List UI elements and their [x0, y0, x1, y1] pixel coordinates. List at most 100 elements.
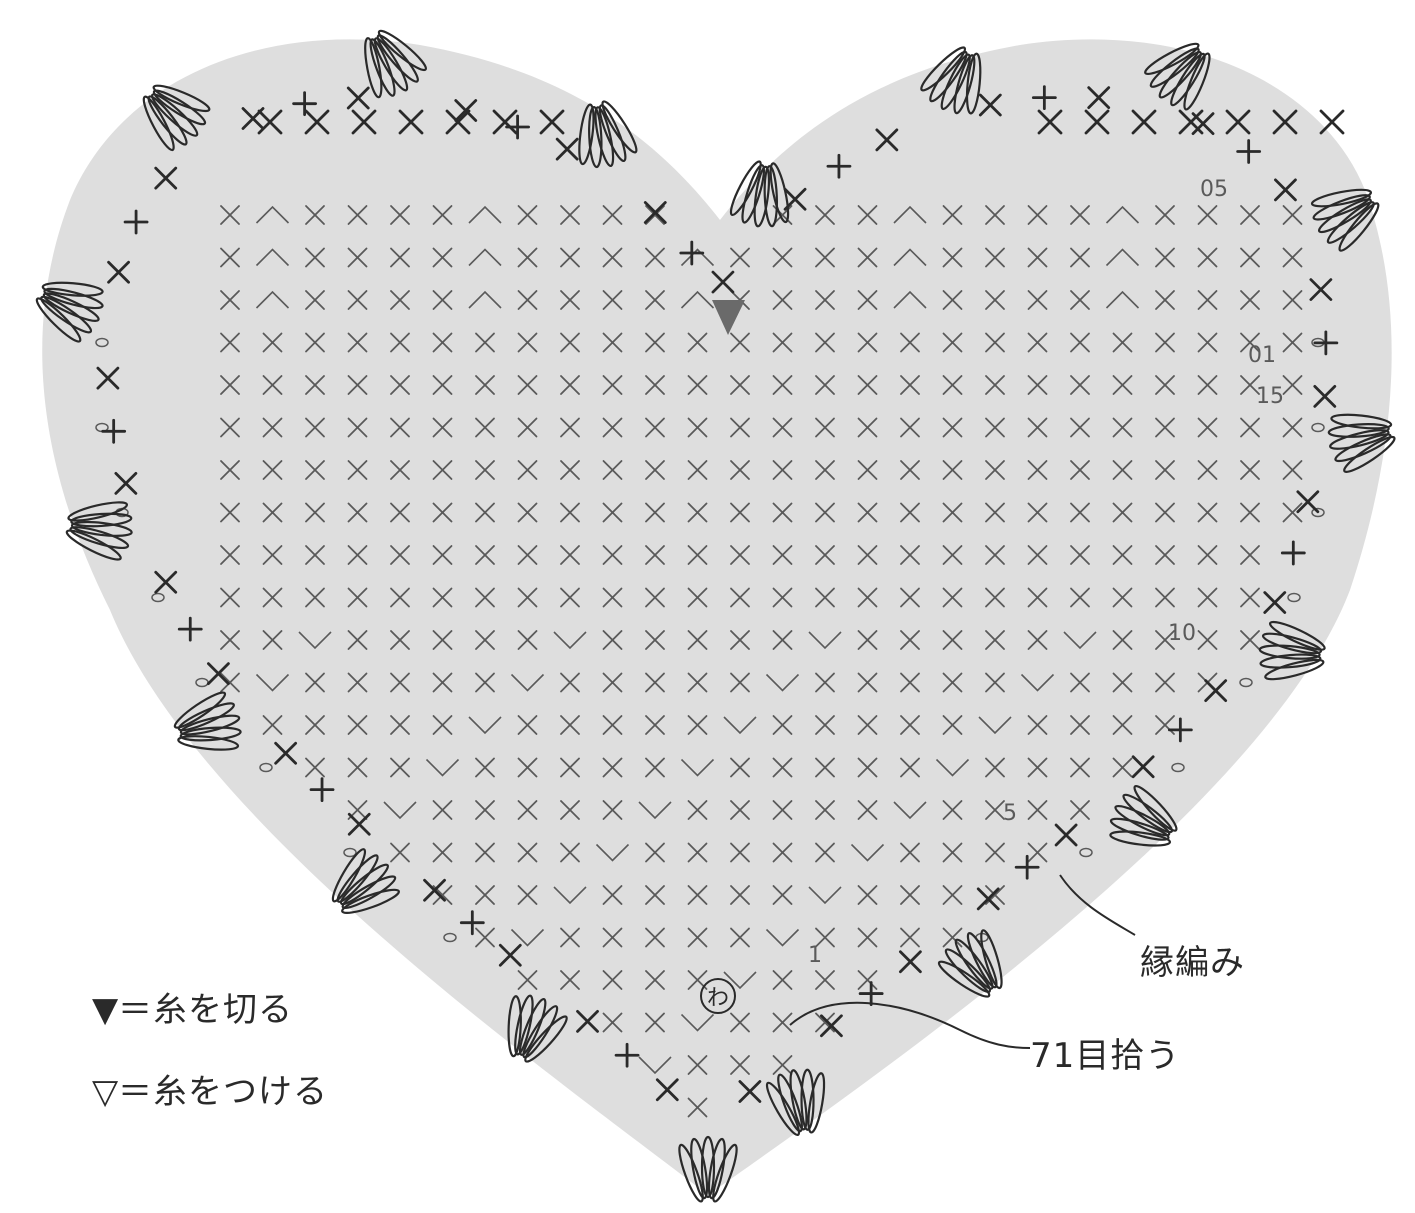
single-crochet-stitch	[220, 417, 240, 438]
single-crochet-stitch	[857, 587, 878, 608]
single-crochet-stitch	[1027, 545, 1048, 565]
single-crochet-stitch	[602, 545, 623, 565]
single-crochet-stitch	[1282, 375, 1303, 395]
single-crochet-stitch	[687, 375, 708, 395]
single-crochet-stitch	[432, 502, 453, 523]
edge-plus-stitch	[292, 91, 317, 117]
single-crochet-stitch	[942, 927, 963, 948]
single-crochet-stitch	[900, 460, 920, 480]
chart-annotations: わ 1 5 10 15 01 05	[700, 177, 1284, 1049]
single-crochet-stitch	[942, 672, 963, 693]
single-crochet-stitch	[1240, 332, 1260, 353]
chain-stitch	[259, 762, 273, 773]
single-crochet-stitch	[1197, 630, 1218, 650]
edging-shell-cluster	[1327, 413, 1396, 473]
single-crochet-stitch	[390, 460, 410, 480]
single-crochet-stitch	[560, 970, 580, 990]
single-crochet-stitch	[985, 417, 1005, 438]
single-crochet-stitch	[1070, 205, 1090, 225]
single-crochet-stitch	[1240, 205, 1260, 225]
single-crochet-stitch	[815, 205, 835, 225]
single-crochet-stitch	[815, 502, 835, 523]
single-crochet-stitch	[390, 502, 410, 523]
single-crochet-stitch	[815, 800, 835, 820]
single-crochet-stitch	[517, 205, 538, 225]
edge-single-crochet	[454, 99, 478, 122]
single-crochet-stitch	[900, 502, 920, 523]
single-crochet-stitch	[1070, 545, 1090, 565]
single-crochet-stitch	[942, 375, 963, 395]
single-crochet-stitch	[262, 630, 283, 650]
single-crochet-stitch	[772, 1055, 793, 1075]
single-crochet-stitch	[645, 1012, 665, 1033]
single-crochet-stitch	[1112, 332, 1133, 353]
single-crochet-stitch	[942, 417, 963, 438]
single-crochet-stitch	[262, 417, 283, 438]
single-crochet-stitch	[1070, 800, 1090, 820]
chain-stitch	[343, 847, 357, 858]
increase-stitch	[893, 205, 927, 224]
edge-single-crochet	[114, 472, 138, 495]
edge-plus-stitch	[1313, 330, 1339, 356]
single-crochet-stitch	[432, 460, 453, 480]
single-crochet-stitch	[900, 630, 920, 650]
single-crochet-stitch	[475, 545, 495, 565]
single-crochet-stitch	[1240, 502, 1260, 523]
single-crochet-stitch	[262, 502, 283, 523]
single-crochet-stitch	[305, 715, 325, 735]
edge-plus-stitch	[459, 910, 485, 936]
row-number-5: 5	[1003, 801, 1017, 826]
single-crochet-stitch	[730, 332, 750, 353]
single-crochet-stitch	[900, 842, 920, 863]
edge-plus-stitch	[101, 418, 127, 444]
single-crochet-stitch	[220, 502, 240, 523]
legend-join-yarn: ▽＝糸をつける	[92, 1064, 328, 1113]
single-crochet-stitch	[1070, 587, 1090, 608]
single-crochet-stitch	[815, 545, 835, 565]
single-crochet-stitch	[730, 417, 750, 438]
single-crochet-stitch	[645, 332, 665, 353]
single-crochet-stitch	[687, 460, 708, 480]
single-crochet-stitch	[390, 290, 410, 310]
single-crochet-stitch	[1112, 460, 1133, 480]
single-crochet-stitch	[1027, 375, 1048, 395]
single-crochet-stitch	[517, 460, 538, 480]
single-crochet-stitch	[985, 630, 1005, 650]
single-crochet-stitch	[857, 672, 878, 693]
single-crochet-stitch	[942, 587, 963, 608]
single-crochet-stitch	[815, 672, 835, 693]
single-crochet-stitch	[900, 417, 920, 438]
single-crochet-stitch	[390, 630, 410, 650]
single-crochet-stitch	[857, 630, 878, 650]
increase-stitch	[255, 248, 290, 267]
edge-single-crochet	[655, 1078, 679, 1102]
single-crochet-stitch	[687, 885, 708, 905]
single-crochet-stitch	[645, 842, 665, 863]
single-crochet-stitch	[1155, 630, 1175, 650]
single-crochet-stitch	[220, 290, 240, 310]
edge-single-crochet	[1309, 278, 1333, 301]
single-crochet-stitch	[687, 715, 708, 735]
increase-stitch	[383, 801, 417, 820]
increase-stitch	[680, 758, 715, 777]
single-crochet-stitch	[687, 800, 708, 820]
single-crochet-stitch	[730, 757, 750, 778]
single-crochet-stitch	[347, 290, 368, 310]
single-crochet-stitch	[390, 587, 410, 608]
pickup-leader-line	[789, 1001, 1031, 1049]
single-crochet-stitch	[857, 970, 878, 990]
increase-stitch	[468, 205, 502, 224]
single-crochet-stitch	[645, 757, 665, 778]
single-crochet-stitch	[602, 757, 623, 778]
edging-shell-cluster	[678, 1135, 738, 1203]
single-crochet-stitch	[475, 885, 495, 905]
single-crochet-stitch	[730, 375, 750, 395]
edging-shell-cluster	[937, 929, 1003, 998]
single-crochet-stitch	[1112, 545, 1133, 565]
edge-single-crochet	[1274, 178, 1297, 202]
single-crochet-stitch	[475, 502, 495, 523]
single-crochet-stitch	[730, 927, 750, 948]
single-crochet-stitch	[432, 800, 453, 820]
single-crochet-stitch	[772, 417, 793, 438]
